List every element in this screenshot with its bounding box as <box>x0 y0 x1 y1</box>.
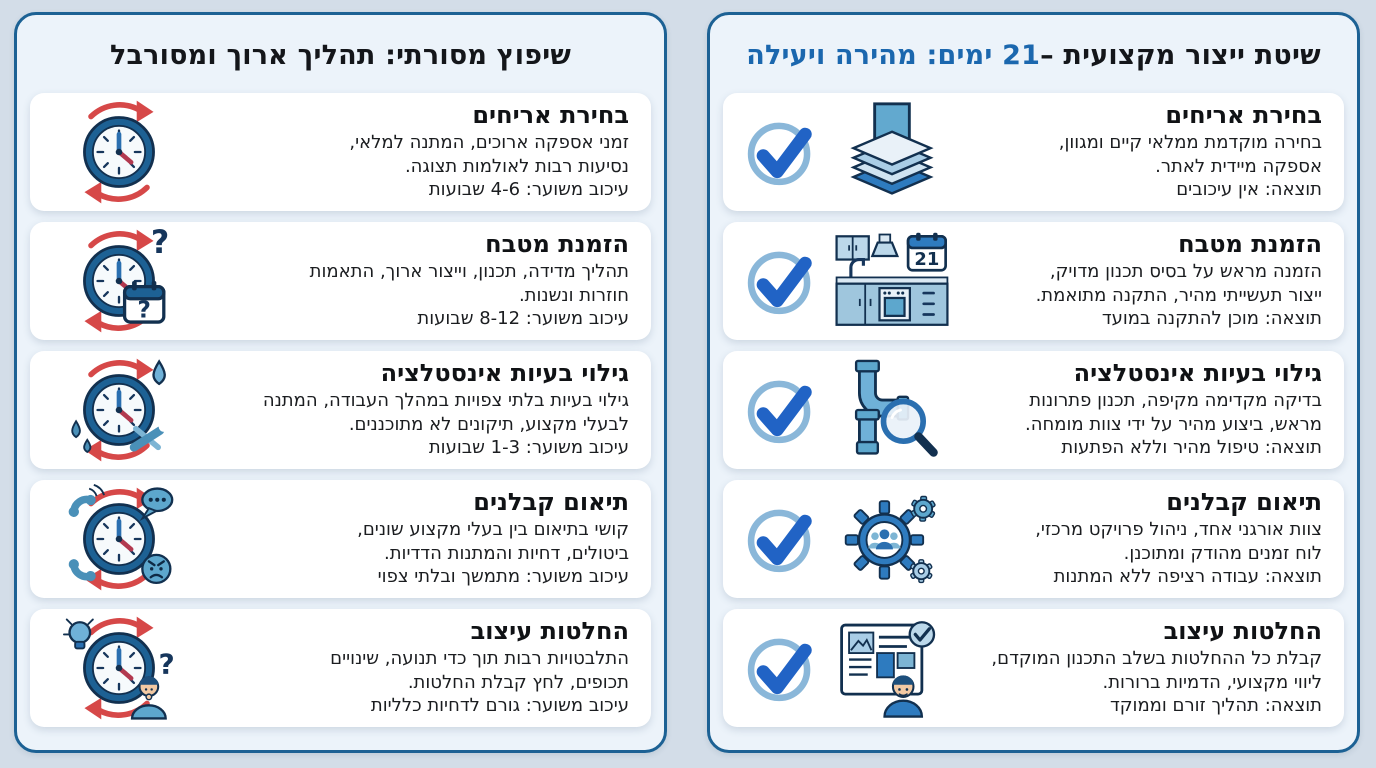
clock-phones-conflict-icon <box>44 483 194 595</box>
card-professional-kitchen: הזמנת מטבח הזמנה מראש על בסיס תכנון מדוי… <box>723 222 1344 340</box>
card-professional-design: החלטות עיצוב קבלת כל ההחלטות בשלב התכנון… <box>723 609 1344 727</box>
svg-text:?: ? <box>151 225 169 261</box>
card-line: בדיקה מקדימה מקיפה, תכנון פתרונות <box>1029 390 1322 412</box>
card-line: לוח זמנים מהודק ומתוכנן. <box>1123 542 1322 564</box>
card-line: בחירה מוקדמת ממלאי קיים ומגוון, <box>1058 132 1322 154</box>
card-line: תוצאה: מוכן להתקנה במועד <box>1101 308 1322 330</box>
card-text: הזמנת מטבח תהליך מדידה, תכנון, וייצור אר… <box>204 231 629 330</box>
card-line: תוצאה: עבודה רציפה ללא המתנות <box>1053 566 1322 588</box>
card-text: בחירת אריחים בחירה מוקדמת ממלאי קיים ומג… <box>961 102 1322 201</box>
card-line: צוות אורגני אחד, ניהול פרויקט מרכזי, <box>1035 519 1322 541</box>
card-title: החלטות עיצוב <box>1163 617 1322 646</box>
design-review-icon <box>833 617 951 719</box>
card-line: ביטולים, דחיות והמתנות הדדיות. <box>384 542 629 564</box>
check-circle-icon <box>737 368 823 452</box>
card-line: גילוי בעיות בלתי צפויות במהלך העבודה, המ… <box>262 390 629 412</box>
card-line: הזמנה מראש על בסיס תכנון מדויק, <box>1049 261 1322 283</box>
card-line: מראש, ביצוע מהיר על ידי צוות מומחה. <box>1025 413 1322 435</box>
card-traditional-design: החלטות עיצוב התלבטויות רבות תוך כדי תנוע… <box>30 609 651 727</box>
check-circle-icon <box>737 110 823 194</box>
card-traditional-contractors: תיאום קבלנים קושי בתיאום בין בעלי מקצוע … <box>30 480 651 598</box>
check-circle-icon <box>737 497 823 581</box>
clock-calendar-question-icon: ? ? <box>44 225 194 337</box>
tiles-stack-icon <box>833 100 951 204</box>
card-line: תוצאה: תהליך זורם וממוקד <box>1109 695 1322 717</box>
svg-text:?: ? <box>158 648 174 681</box>
card-line: עיכוב משוער: 8-12 שבועות <box>417 308 629 330</box>
card-line: תוצאה: אין עיכובים <box>1176 179 1322 201</box>
card-professional-tiles: בחירת אריחים בחירה מוקדמת ממלאי קיים ומג… <box>723 93 1344 211</box>
clock-decision-person-icon: ? <box>44 612 194 724</box>
card-traditional-tiles: בחירת אריחים זמני אספקה ארוכים, המתנה למ… <box>30 93 651 211</box>
card-line: עיכוב משוער: מתמשך ובלתי צפוי <box>377 566 629 588</box>
card-text: הזמנת מטבח הזמנה מראש על בסיס תכנון מדוי… <box>961 231 1322 330</box>
svg-text:21: 21 <box>914 249 939 270</box>
traditional-panel-title: שיפוץ מסורתי: תהליך ארוך ומסורבל <box>30 23 651 87</box>
card-title: בחירת אריחים <box>472 101 629 130</box>
clock-cycle-icon <box>44 96 194 208</box>
card-line: ליווי מקצועי, הדמיות ברורות. <box>1102 671 1322 693</box>
card-line: עיכוב משוער: 4-6 שבועות <box>428 179 629 201</box>
card-line: חוזרות ונשנות. <box>518 284 629 306</box>
card-traditional-kitchen: הזמנת מטבח תהליך מדידה, תכנון, וייצור אר… <box>30 222 651 340</box>
card-text: בחירת אריחים זמני אספקה ארוכים, המתנה למ… <box>204 102 629 201</box>
gears-team-icon <box>833 488 951 590</box>
card-text: גילוי בעיות אינסטלציה בדיקה מקדימה מקיפה… <box>961 360 1322 459</box>
card-line: עיכוב משוער: גורם לדחיות כלליות <box>370 695 629 717</box>
card-line: לבעלי מקצוע, תיקונים לא מתוכננים. <box>348 413 629 435</box>
pipes-magnifier-icon <box>833 359 951 461</box>
card-text: גילוי בעיות אינסטלציה גילוי בעיות בלתי צ… <box>204 360 629 459</box>
card-professional-plumbing: גילוי בעיות אינסטלציה בדיקה מקדימה מקיפה… <box>723 351 1344 469</box>
check-circle-icon <box>737 626 823 710</box>
card-line: אספקה מיידית לאתר. <box>1155 155 1322 177</box>
check-circle-icon <box>737 239 823 323</box>
card-line: תוצאה: טיפול מהיר וללא הפתעות <box>1061 437 1322 459</box>
professional-title-prefix: שיטת ייצור מקצועית – <box>1040 39 1321 71</box>
svg-text:?: ? <box>137 295 151 323</box>
card-line: תכופים, לחץ קבלת החלטות. <box>407 671 629 693</box>
card-title: החלטות עיצוב <box>470 617 629 646</box>
card-line: קושי בתיאום בין בעלי מקצוע שונים, <box>357 519 629 541</box>
card-title: הזמנת מטבח <box>485 230 629 259</box>
card-title: גילוי בעיות אינסטלציה <box>1073 359 1322 388</box>
card-line: תהליך מדידה, תכנון, וייצור ארוך, התאמות <box>309 261 629 283</box>
traditional-title-text: שיפוץ מסורתי: תהליך ארוך ומסורבל <box>109 39 572 71</box>
card-title: בחירת אריחים <box>1165 101 1322 130</box>
card-traditional-plumbing: גילוי בעיות אינסטלציה גילוי בעיות בלתי צ… <box>30 351 651 469</box>
card-line: התלבטויות רבות תוך כדי תנועה, שינויים <box>330 648 629 670</box>
card-title: גילוי בעיות אינסטלציה <box>380 359 629 388</box>
clock-leak-tools-icon <box>44 354 194 466</box>
card-title: הזמנת מטבח <box>1178 230 1322 259</box>
card-text: החלטות עיצוב התלבטויות רבות תוך כדי תנוע… <box>204 618 629 717</box>
kitchen-calendar-icon: 21 <box>833 230 951 332</box>
card-line: ייצור תעשייתי מהיר, התקנה מתואמת. <box>1035 284 1322 306</box>
card-text: תיאום קבלנים קושי בתיאום בין בעלי מקצוע … <box>204 489 629 588</box>
traditional-panel: שיפוץ מסורתי: תהליך ארוך ומסורבל בחירת א… <box>14 12 667 753</box>
card-professional-contractors: תיאום קבלנים צוות אורגני אחד, ניהול פרוי… <box>723 480 1344 598</box>
card-line: קבלת כל ההחלטות בשלב התכנון המוקדם, <box>991 648 1322 670</box>
card-text: תיאום קבלנים צוות אורגני אחד, ניהול פרוי… <box>961 489 1322 588</box>
professional-panel-title: שיטת ייצור מקצועית – 21 ימים: מהירה ויעי… <box>723 23 1344 87</box>
card-line: נסיעות רבות לאולמות תצוגה. <box>404 155 629 177</box>
card-title: תיאום קבלנים <box>1166 488 1322 517</box>
card-line: עיכוב משוער: 1-3 שבועות <box>428 437 629 459</box>
professional-panel: שיטת ייצור מקצועית – 21 ימים: מהירה ויעי… <box>707 12 1360 753</box>
professional-title-highlight: 21 ימים: מהירה ויעילה <box>746 39 1041 71</box>
card-line: זמני אספקה ארוכים, המתנה למלאי, <box>349 132 629 154</box>
card-title: תיאום קבלנים <box>473 488 629 517</box>
card-text: החלטות עיצוב קבלת כל ההחלטות בשלב התכנון… <box>961 618 1322 717</box>
